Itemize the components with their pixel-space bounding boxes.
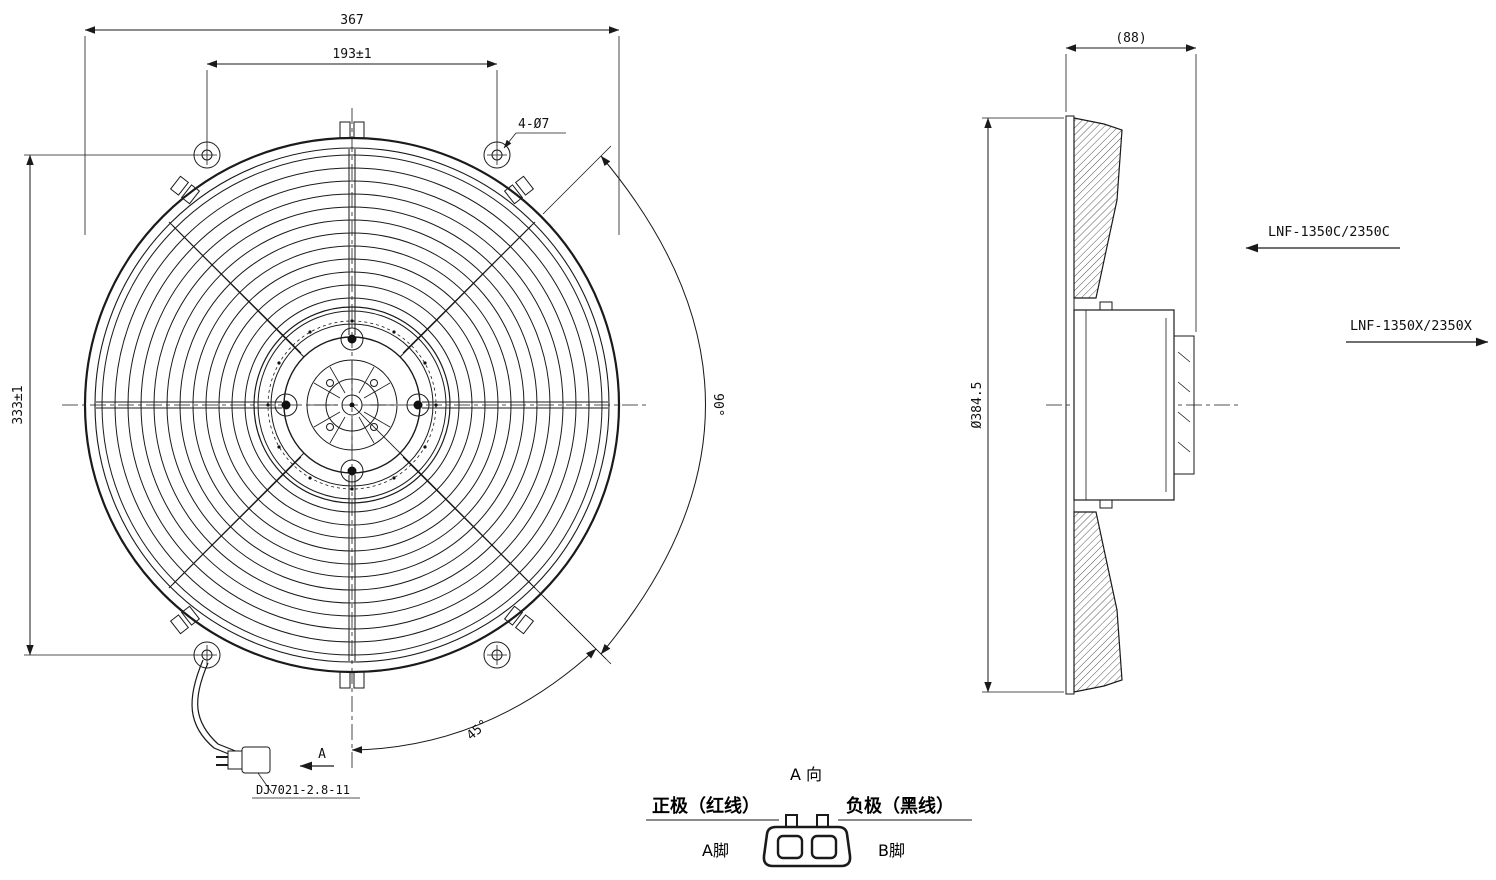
dim-diameter-text: Ø384.5 xyxy=(970,382,985,429)
side-view-drawing: (88) Ø384.5 LNF-1350C/2350C LNF-1350X/23… xyxy=(970,31,1489,695)
positive-wire-label: 正极（红线） xyxy=(652,795,760,817)
motor-mount-ears xyxy=(274,327,430,483)
dim-90deg-text: 90° xyxy=(710,393,725,416)
dimension-depth: (88) xyxy=(1065,31,1197,332)
dim-4xd7-text: 4-Ø7 xyxy=(518,117,549,132)
side-motor xyxy=(1073,301,1195,509)
connector-latch-left xyxy=(785,814,798,828)
dim-367-text: 367 xyxy=(340,13,363,28)
label-model-blower: LNF-1350X/2350X xyxy=(1346,318,1489,347)
connector-detail: A 向 正极（红线） 负极（黑线） A脚 B脚 xyxy=(646,765,972,868)
connector-latch-right xyxy=(816,814,829,828)
wire-connector xyxy=(216,746,271,774)
connector-pin-slot-a xyxy=(776,834,804,860)
power-wire: DJ7021-2.8-11 xyxy=(191,659,360,799)
dimension-overall-width: 367 xyxy=(84,13,620,235)
pin-a-label: A脚 xyxy=(702,841,729,860)
dim-193-text: 193±1 xyxy=(332,47,371,62)
view-a-label: A xyxy=(318,747,326,762)
connector-pin-slot-b xyxy=(810,834,838,860)
hub-ribs xyxy=(308,361,396,449)
negative-wire-label: 负极（黑线） xyxy=(846,795,954,817)
dimension-mounting-holes: 4-Ø7 xyxy=(503,117,566,149)
dimension-angle-90: 90° xyxy=(542,145,725,665)
dimension-angle-45: 45° xyxy=(351,648,597,754)
connector-body xyxy=(762,814,852,868)
front-view-drawing: 367 193±1 333±1 4-Ø7 90° xyxy=(11,13,725,799)
model-blower-text: LNF-1350X/2350X xyxy=(1350,318,1472,334)
side-blades-top xyxy=(1073,117,1123,299)
view-a-arrow: A xyxy=(299,747,334,771)
dim-88-text: (88) xyxy=(1115,31,1146,46)
model-suction-text: LNF-1350C/2350C xyxy=(1268,224,1390,240)
dimension-diameter: Ø384.5 xyxy=(970,117,1064,693)
bolt-circle-dots xyxy=(266,319,438,491)
view-a-title: A 向 xyxy=(790,765,822,784)
guard-spokes xyxy=(96,149,608,661)
hub-assembly xyxy=(253,306,451,504)
pin-b-label: B脚 xyxy=(878,841,905,860)
connector-part-number: DJ7021-2.8-11 xyxy=(256,783,350,797)
dim-333-text: 333±1 xyxy=(11,385,26,424)
label-model-suction: LNF-1350C/2350C xyxy=(1245,224,1400,253)
dimension-hole-height: 333±1 xyxy=(11,154,198,656)
dimension-hole-spacing: 193±1 xyxy=(206,47,498,146)
side-blades-bottom xyxy=(1073,511,1123,693)
